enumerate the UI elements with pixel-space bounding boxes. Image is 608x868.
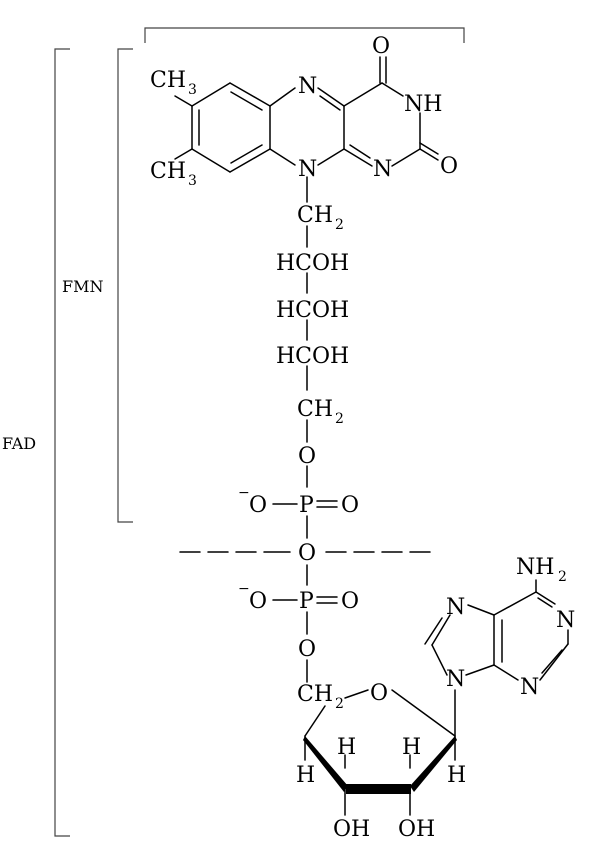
ribose-h-left: H	[296, 763, 315, 788]
adenine-nh2-subscript: 2	[558, 569, 567, 585]
flavin-o2-label: O	[440, 154, 458, 179]
ribose-ch2-subscript: 2	[335, 696, 344, 712]
flavin-n1-label: N	[373, 157, 392, 182]
phosphate-1-o-minus: O	[249, 493, 267, 518]
flavin-bonds	[174, 56, 439, 203]
ribose-oh-1: OH	[333, 817, 370, 842]
ch3-bottom-subscript: 3	[188, 173, 197, 189]
ribitol-ch2-top-label: CH	[297, 203, 333, 228]
adenine-bonds	[424, 579, 569, 681]
flavin-nh-label: NH	[404, 92, 442, 117]
fad-label: FAD	[2, 434, 36, 453]
ch3-top-label: CH	[150, 68, 186, 93]
ribose-ring-o-label: O	[370, 681, 388, 706]
phosphate-bonds	[272, 500, 338, 683]
phosphate-2-o-link: O	[298, 637, 316, 662]
fmn-bracket	[117, 48, 133, 523]
adenine-n1-label: N	[556, 608, 575, 633]
ribitol-o-label: O	[298, 444, 316, 469]
fmn-label: FMN	[62, 277, 103, 296]
adenine-n3-label: N	[520, 675, 539, 700]
phosphate-1-p: P	[299, 493, 314, 518]
flavin-n10-label: N	[298, 157, 317, 182]
ribose-h-up-2: H	[402, 735, 421, 760]
phosphate-1-charge: −	[238, 485, 250, 501]
phosphate-2-o-minus: O	[249, 589, 267, 614]
ribitol-ch2-bottom-label: CH	[297, 397, 333, 422]
bridge-o-label: O	[298, 541, 316, 566]
adenine-n9-label: N	[446, 667, 465, 692]
ribose-oh-2: OH	[398, 817, 435, 842]
ribose-h-up-1: H	[337, 735, 356, 760]
hcoh-2-label: HCOH	[276, 298, 349, 323]
flavin-n5-label: N	[298, 74, 317, 99]
hcoh-3-label: HCOH	[276, 344, 349, 369]
ch3-bottom-label: CH	[150, 159, 186, 184]
ribose-ch2-label: CH	[297, 682, 333, 707]
ribitol-ch2-top-subscript: 2	[335, 217, 344, 233]
flavin-o4-label: O	[372, 34, 390, 59]
phosphate-1-o-double: O	[341, 493, 359, 518]
fad-bracket	[54, 48, 70, 837]
phosphate-2-charge: −	[238, 581, 250, 597]
ribose-h-right: H	[447, 763, 466, 788]
adenine-n7-label: N	[446, 595, 465, 620]
hcoh-1-label: HCOH	[276, 251, 349, 276]
adenine-nh2-label: NH	[516, 555, 554, 580]
ch3-top-subscript: 3	[188, 82, 197, 98]
phosphate-2-o-double: O	[341, 589, 359, 614]
isoalloxazine-bracket	[144, 27, 465, 43]
phosphate-2-p: P	[299, 589, 314, 614]
ribose-bonds	[303, 689, 457, 816]
ribitol-ch2-bottom-subscript: 2	[335, 411, 344, 427]
